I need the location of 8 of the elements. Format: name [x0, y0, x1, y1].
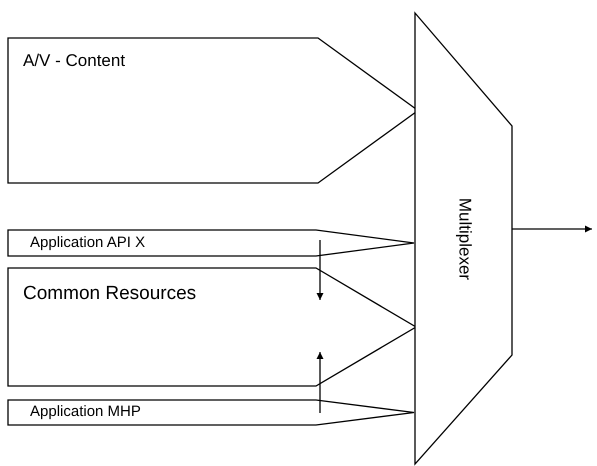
- block-label: Application API X: [30, 235, 146, 252]
- block-label: Multiplexer: [454, 197, 473, 280]
- arrow: [512, 226, 592, 232]
- block-label: A/V - Content: [23, 52, 126, 71]
- arrow: [316, 240, 324, 300]
- block-label: Common Resources: [23, 284, 196, 305]
- arrow: [316, 352, 324, 413]
- block-label: Application MHP: [30, 404, 141, 420]
